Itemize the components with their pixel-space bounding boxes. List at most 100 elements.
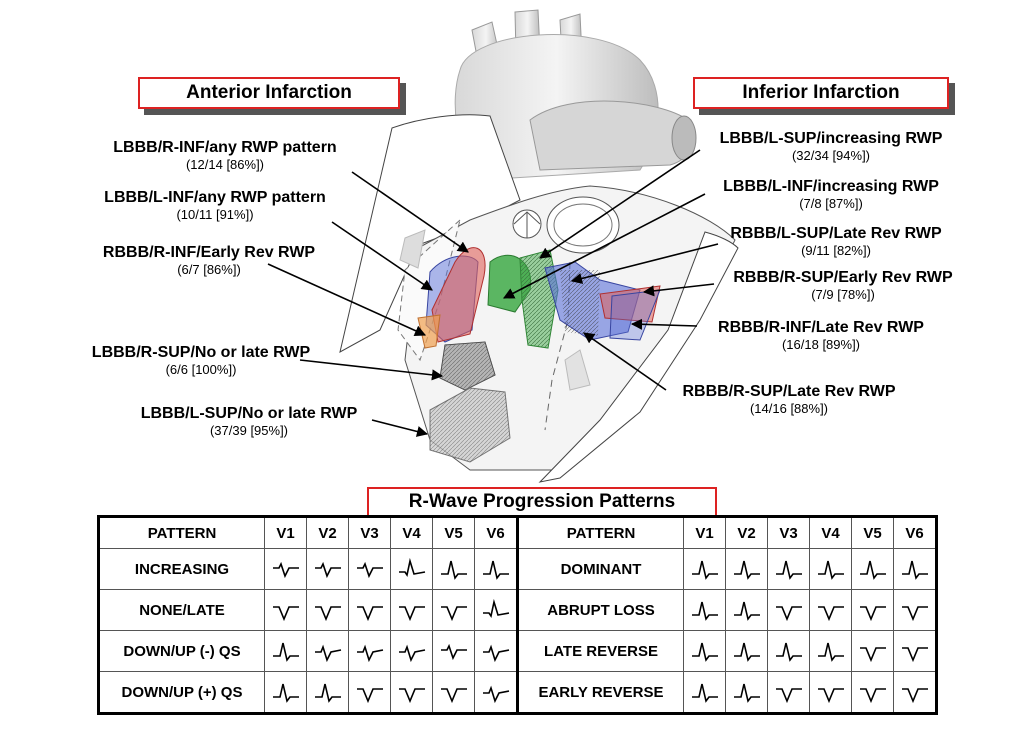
ecg-complex-icon bbox=[482, 560, 509, 580]
ecg-wave-cell bbox=[390, 671, 433, 714]
ecg-trace bbox=[859, 560, 886, 580]
ecg-trace bbox=[859, 606, 886, 622]
inferior-label-1: LBBB/L-SUP/increasing RWP(32/34 [94%]) bbox=[719, 130, 943, 163]
ecg-complex-icon bbox=[314, 561, 341, 579]
ecg-complex-icon bbox=[817, 688, 844, 704]
pattern-header-left: PATTERN bbox=[98, 516, 265, 549]
table-header-row: PATTERN V1 V2 V3 V4 V5 V6 PATTERN V1 V2 … bbox=[98, 516, 937, 549]
ecg-wave-cell bbox=[851, 630, 894, 672]
ecg-trace bbox=[901, 560, 928, 580]
ecg-complex-icon bbox=[817, 560, 844, 580]
table-row: INCREASING DOMINANT bbox=[98, 548, 937, 590]
lead-header: V4 bbox=[809, 516, 852, 549]
ecg-complex-icon bbox=[440, 606, 467, 622]
ecg-wave-cell bbox=[893, 548, 937, 590]
ecg-complex-icon bbox=[691, 601, 718, 621]
ecg-wave-cell bbox=[264, 548, 307, 590]
ecg-complex-icon bbox=[775, 560, 802, 580]
ecg-complex-icon bbox=[733, 683, 760, 703]
ecg-wave-cell bbox=[725, 548, 768, 590]
pattern-name: DOWN/UP (-) QS bbox=[98, 630, 265, 672]
ecg-wave-cell bbox=[348, 548, 391, 590]
ecg-complex-icon bbox=[859, 688, 886, 704]
ecg-trace bbox=[901, 688, 928, 704]
ecg-trace bbox=[775, 642, 802, 662]
ecg-complex-icon bbox=[314, 644, 341, 663]
ecg-wave-cell bbox=[264, 671, 307, 714]
ecg-trace bbox=[691, 601, 718, 621]
ecg-complex-icon bbox=[272, 561, 299, 579]
ecg-trace bbox=[440, 560, 467, 580]
pattern-name: NONE/LATE bbox=[98, 589, 265, 631]
ecg-wave-cell bbox=[767, 671, 810, 714]
ecg-wave-cell bbox=[893, 589, 937, 631]
ecg-complex-icon bbox=[775, 606, 802, 622]
ecg-trace bbox=[356, 561, 383, 579]
ecg-wave-cell bbox=[851, 548, 894, 590]
ecg-trace bbox=[817, 688, 844, 704]
ecg-complex-icon bbox=[859, 647, 886, 663]
ecg-trace bbox=[272, 642, 299, 662]
ecg-complex-icon bbox=[859, 560, 886, 580]
ecg-complex-icon bbox=[356, 688, 383, 704]
ecg-complex-icon bbox=[733, 642, 760, 662]
ecg-trace bbox=[398, 606, 425, 622]
ecg-trace bbox=[733, 601, 760, 621]
ecg-complex-icon bbox=[398, 606, 425, 622]
ecg-wave-cell bbox=[893, 630, 937, 672]
ecg-complex-icon bbox=[272, 606, 299, 622]
ecg-wave-cell bbox=[432, 630, 475, 672]
ecg-complex-icon bbox=[901, 647, 928, 663]
infarct-regions bbox=[417, 247, 661, 463]
ecg-wave-cell bbox=[432, 671, 475, 714]
ecg-complex-icon bbox=[733, 601, 760, 621]
ecg-complex-icon bbox=[440, 560, 467, 580]
anterior-label-1: LBBB/R-INF/any RWP pattern(12/14 [86%]) bbox=[113, 139, 337, 172]
great-vessels bbox=[454, 9, 697, 181]
ecg-wave-cell bbox=[348, 630, 391, 672]
ecg-trace bbox=[482, 598, 509, 619]
rwp-patterns-table: PATTERN V1 V2 V3 V4 V5 V6 PATTERN V1 V2 … bbox=[97, 515, 938, 715]
pattern-name: EARLY REVERSE bbox=[516, 671, 684, 714]
lead-header: V4 bbox=[390, 516, 433, 549]
ecg-complex-icon bbox=[775, 688, 802, 704]
ecg-wave-cell bbox=[306, 630, 349, 672]
anterior-label-3: RBBB/R-INF/Early Rev RWP(6/7 [86%]) bbox=[102, 244, 316, 277]
ecg-wave-cell bbox=[809, 548, 852, 590]
ecg-trace bbox=[817, 642, 844, 662]
ecg-wave-cell bbox=[809, 589, 852, 631]
lead-header: V6 bbox=[893, 516, 937, 549]
lead-header: V6 bbox=[474, 516, 518, 549]
ecg-wave-cell bbox=[767, 548, 810, 590]
ecg-wave-cell bbox=[474, 671, 518, 714]
ecg-complex-icon bbox=[440, 688, 467, 704]
ecg-complex-icon bbox=[901, 560, 928, 580]
inferior-label-3: RBBB/L-SUP/Late Rev RWP(9/11 [82%]) bbox=[730, 225, 942, 258]
ecg-wave-cell bbox=[767, 589, 810, 631]
ecg-complex-icon bbox=[272, 642, 299, 662]
lead-header: V2 bbox=[725, 516, 768, 549]
ecg-trace bbox=[314, 683, 341, 703]
ecg-trace bbox=[691, 683, 718, 703]
pattern-name: DOWN/UP (+) QS bbox=[98, 671, 265, 714]
ecg-wave-cell bbox=[725, 671, 768, 714]
pattern-name: DOMINANT bbox=[516, 548, 684, 590]
ecg-trace bbox=[817, 606, 844, 622]
inferior-label-2: LBBB/L-INF/increasing RWP(7/8 [87%]) bbox=[723, 178, 939, 211]
ecg-complex-icon bbox=[482, 598, 509, 619]
ecg-trace bbox=[440, 688, 467, 704]
ecg-wave-cell bbox=[474, 630, 518, 672]
anterior-label-5: LBBB/L-SUP/No or late RWP(37/39 [95%]) bbox=[140, 405, 358, 438]
ecg-complex-icon bbox=[817, 606, 844, 622]
ecg-wave-cell bbox=[851, 671, 894, 714]
ecg-trace bbox=[482, 560, 509, 580]
pattern-name: INCREASING bbox=[98, 548, 265, 590]
ecg-wave-cell bbox=[683, 630, 726, 672]
ecg-wave-cell bbox=[683, 548, 726, 590]
ecg-complex-icon bbox=[356, 561, 383, 579]
ecg-complex-icon bbox=[859, 606, 886, 622]
ecg-trace bbox=[775, 688, 802, 704]
ecg-complex-icon bbox=[775, 642, 802, 662]
pattern-name: LATE REVERSE bbox=[516, 630, 684, 672]
ecg-trace bbox=[817, 560, 844, 580]
